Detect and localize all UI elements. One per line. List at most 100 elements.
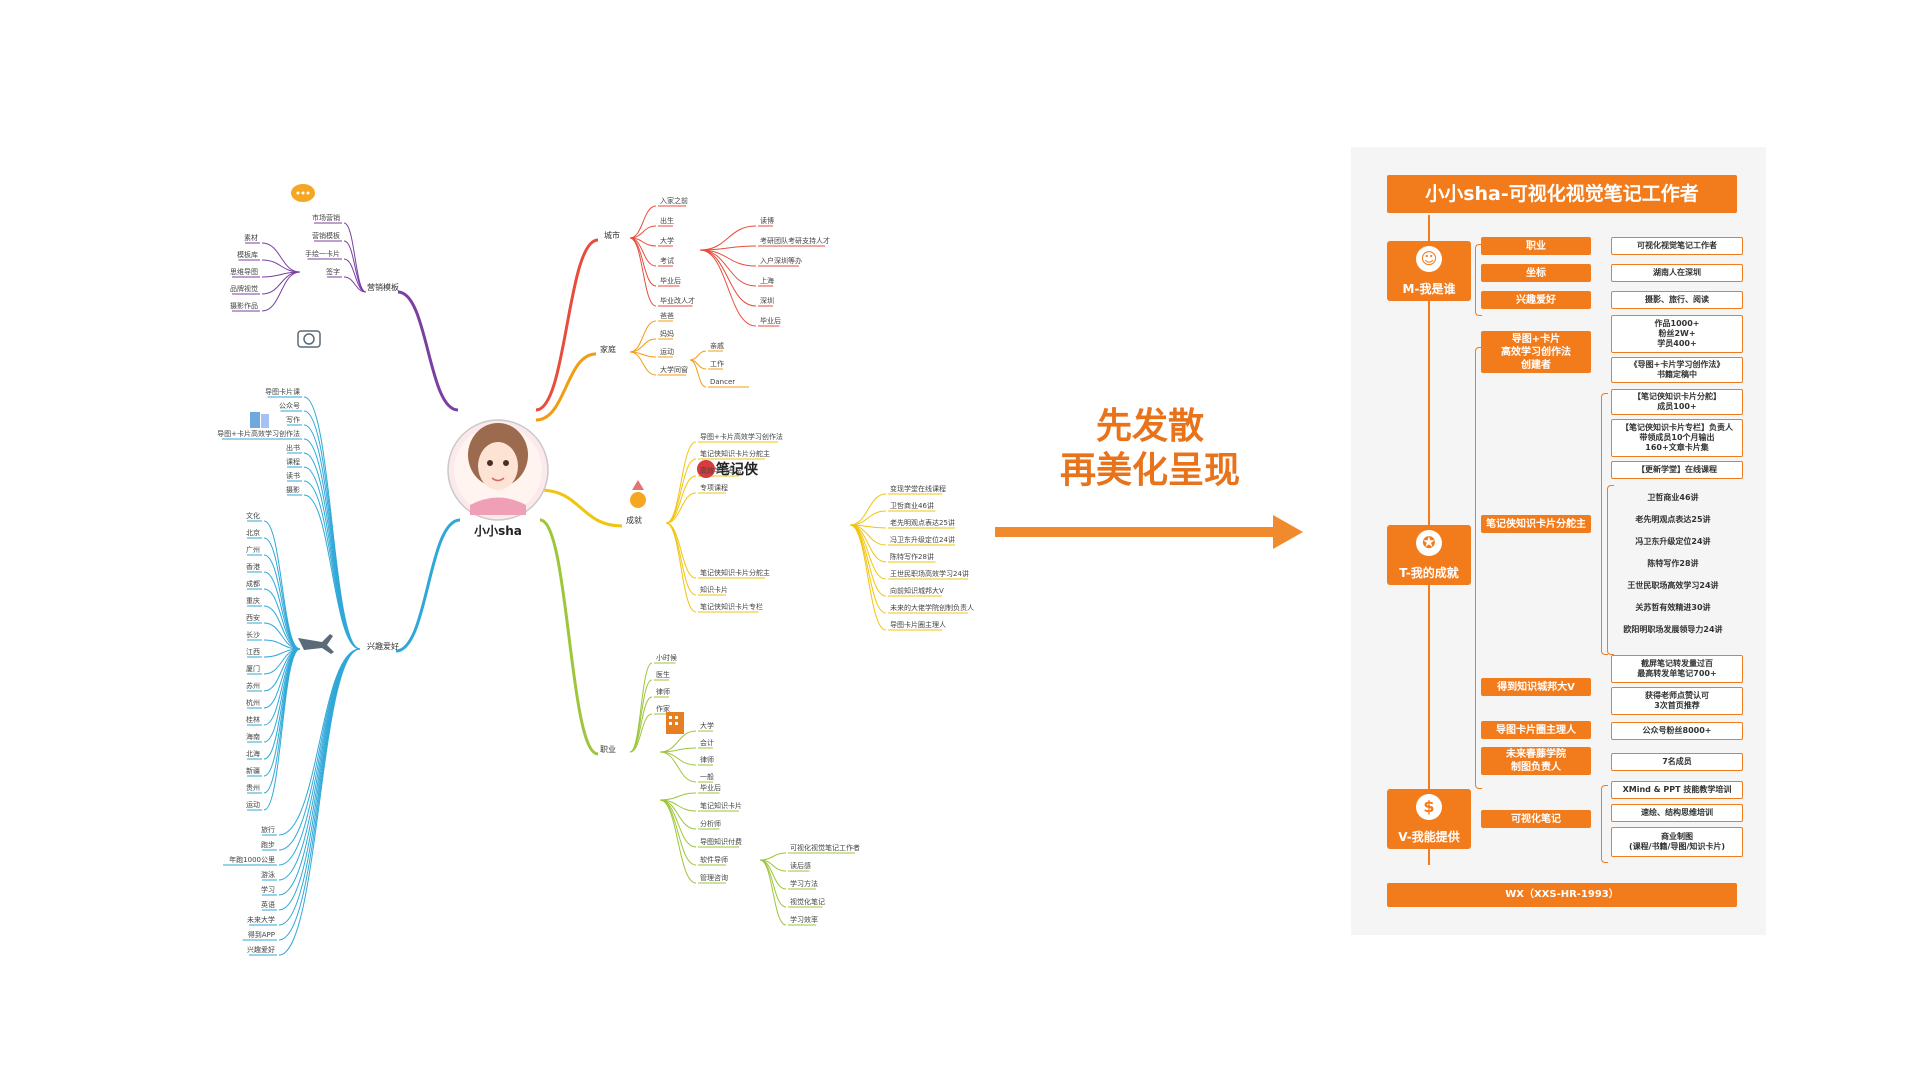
root-node: 小小sha <box>447 419 549 538</box>
t-key-2: 笔记侠知识卡片分舵主 <box>1481 515 1591 533</box>
leaf-connector <box>689 350 707 361</box>
branch-label-interest: 兴趣爱好 <box>367 641 399 651</box>
leaf-connector <box>263 554 301 650</box>
leaf-connector <box>343 222 367 293</box>
branch-label-achievement: 成就 <box>626 515 642 525</box>
interest-item-23: 新疆 <box>246 766 260 775</box>
leaf-connector <box>665 458 697 524</box>
leaf-connector <box>699 249 757 287</box>
interest-item-32: 未来大学 <box>247 915 275 924</box>
mind-map-connectors <box>222 205 968 956</box>
t-value-1-1: 作品1000+ 粉丝2W+ 学员400+ <box>1611 315 1743 353</box>
leaf-connector <box>303 438 361 650</box>
ach-item-3: 专项课程 <box>700 483 728 492</box>
ach-item-13: 向前知识城邦大V <box>890 586 944 595</box>
leaf-connector <box>659 751 697 766</box>
leaf-connector <box>659 730 697 753</box>
leaf-connector <box>261 259 301 273</box>
career-item-18: 学习效率 <box>790 915 818 924</box>
work-item-2: 手绘一卡片 <box>305 249 340 258</box>
leaf-connector <box>263 648 301 777</box>
ach-item-12: 王世民职场高效学习24讲 <box>890 569 969 578</box>
interest-item-16: 江西 <box>246 648 260 656</box>
interest-item-5: 课程 <box>286 457 300 466</box>
mind-map-leaves: 入家之前出生大学考试毕业后毕业改人才读博考研团队考研支持人才入户深圳等办上海深圳… <box>217 196 974 954</box>
career-item-3: 作家 <box>656 704 670 713</box>
career-item-16: 学习方法 <box>790 879 818 888</box>
section-v: $ V-我能提供 <box>1387 789 1471 849</box>
career-item-11: 导图知识付费 <box>700 837 742 846</box>
city-item-1: 出生 <box>660 216 674 225</box>
t-value-2-9: 关苏哲有效精进30讲 <box>1635 603 1711 612</box>
ach-item-14: 未来的大佬学院创制负责人 <box>890 603 974 612</box>
branch-label-work: 营销模板 <box>367 282 399 292</box>
interest-item-7: 摄影 <box>286 485 300 494</box>
interest-item-22: 北海 <box>246 749 260 758</box>
leaf-connector <box>263 622 301 650</box>
leaf-connector <box>659 799 697 884</box>
city-item-5: 毕业改人才 <box>660 296 695 305</box>
leaf-connector <box>659 751 697 783</box>
t-value-3-2: 获得老师点赞认可 3次首页推荐 <box>1611 687 1743 715</box>
chat-icon <box>291 184 315 202</box>
interest-item-33: 得到APP <box>248 930 275 939</box>
interest-item-26: 旅行 <box>261 825 275 834</box>
career-item-1: 医生 <box>656 670 670 679</box>
leaf-connector <box>665 522 697 613</box>
interest-item-13: 重庆 <box>246 596 260 605</box>
leaf-connector <box>263 520 301 650</box>
v-value-3: 商业制图 (课程/书籍/导图/知识卡片) <box>1611 827 1743 857</box>
family-item-2: 运动 <box>660 347 674 356</box>
city-item-0: 入家之前 <box>660 196 688 205</box>
plane-icon <box>298 634 334 654</box>
leaf-connector <box>659 792 697 801</box>
career-item-8: 毕业后 <box>700 783 721 792</box>
city-item-3: 考试 <box>660 256 674 265</box>
interest-item-9: 北京 <box>246 528 260 537</box>
interest-item-0: 导图卡片课 <box>265 387 300 396</box>
t-value-2-6: 冯卫东升级定位24讲 <box>1635 537 1711 546</box>
m-value-3: 摄影、旅行、阅读 <box>1611 291 1743 309</box>
family-item-5: 工作 <box>710 359 724 368</box>
interest-item-4: 出书 <box>286 443 300 452</box>
leaf-connector <box>849 493 887 526</box>
interest-item-12: 成都 <box>246 579 260 588</box>
interest-item-6: 读书 <box>286 471 300 480</box>
v-key: 可视化笔记 <box>1481 810 1591 828</box>
t-value-2-4: 卫哲商业46讲 <box>1647 493 1699 502</box>
city-item-9: 上海 <box>760 276 774 285</box>
branch-label-career: 职业 <box>600 744 616 754</box>
m-value-1: 可视化视觉笔记工作者 <box>1611 237 1743 255</box>
leaf-connector <box>278 648 361 836</box>
ach-item-0: 导图+卡片高效学习创作法 <box>700 432 783 441</box>
city-item-8: 入户深圳等办 <box>760 256 802 265</box>
leaf-connector <box>263 648 301 811</box>
leaf-connector <box>629 351 657 376</box>
branch-family <box>535 352 597 422</box>
family-item-0: 爸爸 <box>660 311 674 320</box>
interest-item-17: 厦门 <box>246 664 260 673</box>
leaf-connector <box>261 271 301 312</box>
career-item-7: 一般 <box>700 772 714 781</box>
right-arrow-icon <box>995 515 1303 549</box>
leaf-connector <box>699 225 757 251</box>
career-item-4: 大学 <box>700 721 714 730</box>
interest-item-21: 海南 <box>246 732 260 741</box>
leaf-connector <box>759 852 787 861</box>
career-item-12: 软件导师 <box>700 855 728 864</box>
leaf-connector <box>278 648 361 866</box>
leaf-connector <box>303 494 361 650</box>
ach-item-1: 笔记侠知识卡片分舵主 <box>700 449 770 458</box>
books-icon <box>250 412 269 428</box>
ach-item-6: 笔记侠知识卡片专栏 <box>700 602 763 611</box>
city-item-6: 读博 <box>760 216 774 225</box>
work-item-4: 素材 <box>244 233 258 242</box>
leaf-connector <box>629 338 657 353</box>
career-item-15: 读后感 <box>790 861 811 870</box>
t-value-2-5: 老先明观点表达25讲 <box>1635 515 1711 524</box>
t-value-3-1: 截屏笔记转发量过百 最高转发单笔记700+ <box>1611 655 1743 683</box>
career-item-9: 笔记知识卡片 <box>700 801 742 810</box>
leaf-connector <box>263 571 301 650</box>
interest-item-19: 杭州 <box>246 698 260 707</box>
branch-interest <box>395 518 461 653</box>
